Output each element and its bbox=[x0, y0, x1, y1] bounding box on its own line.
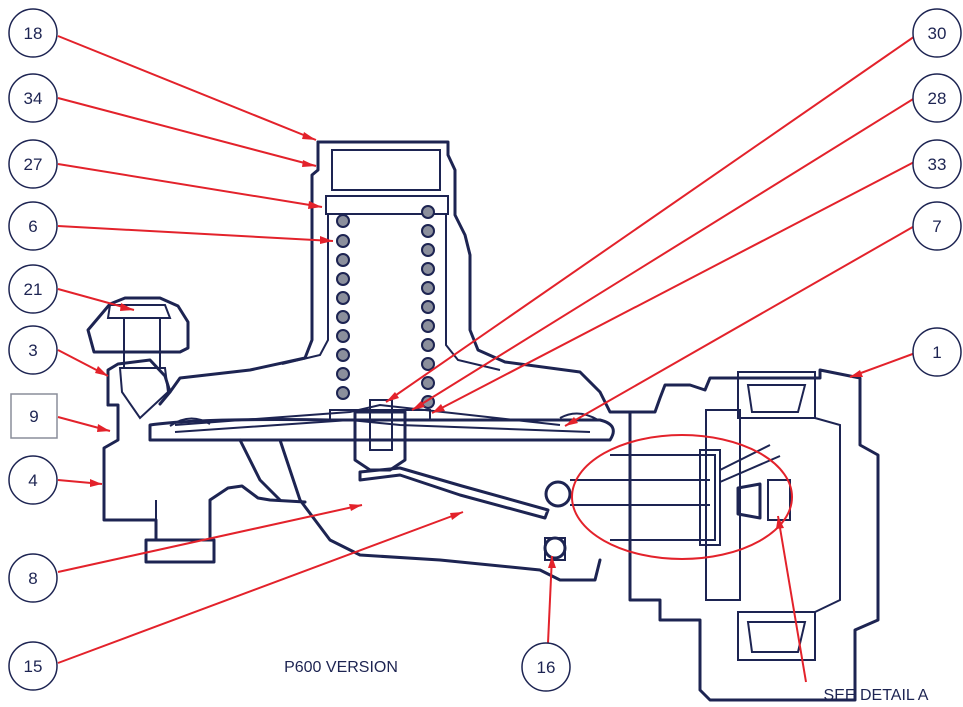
callout-21: 21 bbox=[8, 264, 58, 314]
coil-left bbox=[336, 367, 350, 381]
callout-1: 1 bbox=[912, 327, 962, 377]
regulator-body bbox=[86, 140, 880, 702]
callout-label: 6 bbox=[28, 217, 37, 236]
coil-left bbox=[336, 310, 350, 324]
callout-label: 1 bbox=[932, 343, 941, 362]
leader-7 bbox=[564, 223, 919, 427]
version-caption: P600 VERSION bbox=[284, 659, 398, 676]
coil-right bbox=[421, 281, 435, 295]
coil-right bbox=[421, 357, 435, 371]
coil-right bbox=[421, 224, 435, 238]
coil-right bbox=[421, 376, 435, 390]
detail-reference-caption: SEE DETAIL A bbox=[824, 687, 929, 704]
callout-label: 30 bbox=[928, 24, 947, 43]
callout-16: 16 bbox=[521, 642, 571, 692]
callout-label: 3 bbox=[28, 341, 37, 360]
leader-8 bbox=[57, 504, 363, 573]
leader-15 bbox=[57, 511, 464, 664]
coil-left bbox=[336, 348, 350, 362]
callout-6: 6 bbox=[8, 201, 58, 251]
callout-8: 8 bbox=[8, 553, 58, 603]
leader-1 bbox=[849, 351, 919, 378]
leader-lines bbox=[57, 33, 919, 683]
callout-9: 9 bbox=[10, 393, 58, 439]
range-spring bbox=[336, 205, 435, 409]
callout-28: 28 bbox=[912, 73, 962, 123]
leader-18 bbox=[57, 35, 317, 141]
coil-right bbox=[421, 338, 435, 352]
callout-label: 15 bbox=[24, 657, 43, 676]
coil-left bbox=[336, 214, 350, 228]
leader-33 bbox=[431, 159, 919, 414]
callout-4: 4 bbox=[8, 455, 58, 505]
callout-7: 7 bbox=[912, 201, 962, 251]
callout-label: 27 bbox=[24, 155, 43, 174]
callout-3: 3 bbox=[8, 325, 58, 375]
leader-28 bbox=[411, 95, 919, 411]
callout-label: 8 bbox=[28, 569, 37, 588]
coil-left bbox=[336, 329, 350, 343]
coil-right bbox=[421, 319, 435, 333]
callout-18: 18 bbox=[8, 8, 58, 58]
callout-label: 7 bbox=[932, 217, 941, 236]
coil-left bbox=[336, 386, 350, 400]
leader-16 bbox=[547, 555, 553, 644]
callout-33: 33 bbox=[912, 139, 962, 189]
leader-34 bbox=[57, 97, 317, 167]
callout-label: 28 bbox=[928, 89, 947, 108]
leader-detail-a bbox=[777, 515, 807, 683]
callout-label: 4 bbox=[28, 471, 37, 490]
callout-label: 21 bbox=[24, 280, 43, 299]
coil-left bbox=[336, 291, 350, 305]
detail-a-ellipse bbox=[571, 434, 793, 560]
callout-label: 9 bbox=[29, 407, 38, 426]
callout-30: 30 bbox=[912, 8, 962, 58]
callout-label: 34 bbox=[24, 89, 43, 108]
callout-label: 18 bbox=[24, 24, 43, 43]
coil-right bbox=[421, 243, 435, 257]
callout-label: 16 bbox=[537, 658, 556, 677]
coil-right bbox=[421, 262, 435, 276]
coil-left bbox=[336, 234, 350, 248]
callout-27: 27 bbox=[8, 139, 58, 189]
leader-6 bbox=[57, 225, 334, 242]
callout-15: 15 bbox=[8, 641, 58, 691]
coil-left bbox=[336, 253, 350, 267]
callout-34: 34 bbox=[8, 73, 58, 123]
coil-right bbox=[421, 300, 435, 314]
leader-27 bbox=[57, 163, 323, 208]
coil-right bbox=[421, 205, 435, 219]
callout-label: 33 bbox=[928, 155, 947, 174]
coil-left bbox=[336, 272, 350, 286]
leader-30 bbox=[385, 33, 919, 403]
